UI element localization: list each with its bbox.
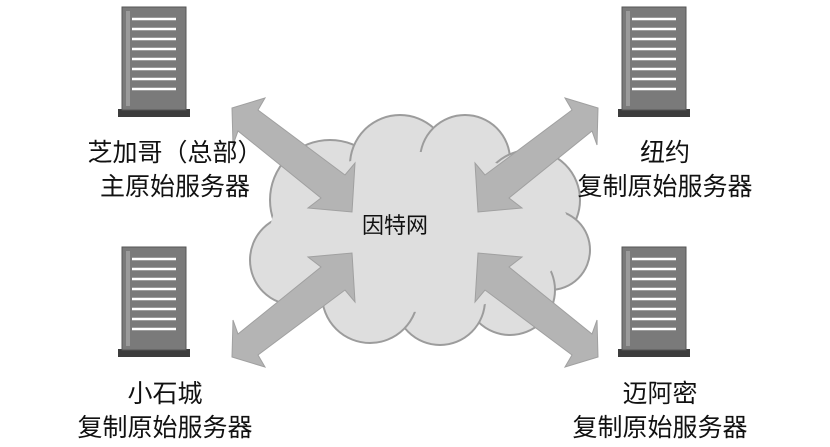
server-miami-role: 复制原始服务器: [572, 413, 748, 442]
arrow-chicago: [231, 97, 356, 213]
server-littlerock-icon: [116, 245, 192, 357]
arrow-miami: [474, 252, 599, 368]
server-chicago-icon: [116, 5, 192, 117]
server-newyork-icon: [616, 5, 692, 117]
server-chicago-role: 主原始服务器: [99, 172, 250, 201]
server-miami-icon: [616, 245, 692, 357]
arrow-littlerock: [231, 252, 356, 368]
arrow-newyork: [474, 97, 599, 213]
server-miami-name: 迈阿密: [622, 379, 698, 408]
server-newyork-label: 纽约 复制原始服务器: [520, 136, 810, 204]
internet-label: 因特网: [361, 214, 428, 239]
server-littlerock-role: 复制原始服务器: [77, 413, 253, 442]
server-littlerock-label: 小石城 复制原始服务器: [20, 377, 310, 445]
server-littlerock-name: 小石城: [127, 379, 203, 408]
arrows: [231, 97, 599, 368]
server-chicago-name: 芝加哥（总部）: [87, 138, 263, 167]
server-miami-label: 迈阿密 复制原始服务器: [515, 377, 805, 445]
server-newyork-name: 纽约: [639, 138, 690, 167]
server-newyork-role: 复制原始服务器: [577, 172, 753, 201]
server-chicago-label: 芝加哥（总部） 主原始服务器: [30, 136, 320, 204]
